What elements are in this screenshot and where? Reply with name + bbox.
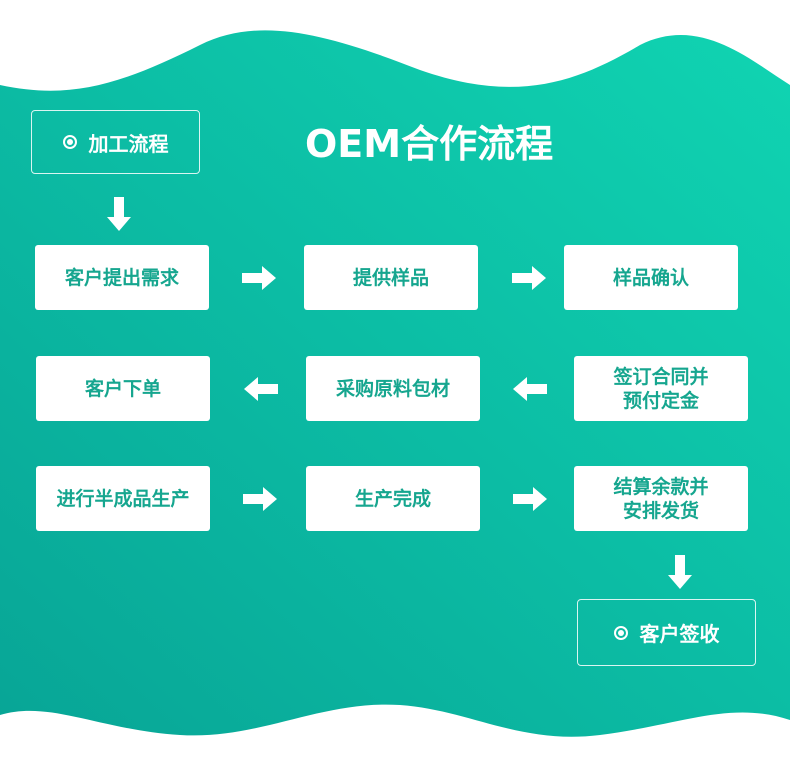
step-production-complete: 生产完成 (306, 466, 480, 531)
page-title: OEM合作流程 (305, 122, 554, 166)
radio-dot-icon (62, 135, 77, 149)
step-semi-production: 进行半成品生产 (36, 466, 210, 531)
arrow-left-icon (513, 377, 547, 401)
step-provide-sample: 提供样品 (304, 245, 478, 310)
step-line: 预付定金 (622, 389, 699, 412)
step-customer-request: 客户提出需求 (35, 245, 209, 310)
arrow-right-icon (512, 266, 546, 290)
step-line: 签订合同并 (613, 365, 709, 388)
step-line: 结算余款并 (613, 475, 709, 498)
step-line: 安排发货 (622, 499, 699, 522)
arrow-down-icon (107, 197, 131, 231)
end-node: 客户签收 (577, 599, 756, 666)
arrow-right-icon (243, 487, 277, 511)
arrow-right-icon (513, 487, 547, 511)
step-settle-ship: 结算余款并 安排发货 (574, 466, 748, 531)
start-label: 加工流程 (88, 131, 169, 156)
arrow-left-icon (244, 377, 278, 401)
step-purchase-materials: 采购原料包材 (306, 356, 480, 421)
step-sign-contract: 签订合同并 预付定金 (574, 356, 748, 421)
step-sample-confirm: 样品确认 (564, 245, 738, 310)
start-node: 加工流程 (31, 110, 200, 174)
radio-dot-icon (613, 625, 628, 640)
arrow-right-icon (242, 266, 276, 290)
step-customer-order: 客户下单 (36, 356, 210, 421)
end-label: 客户签收 (639, 622, 720, 646)
arrow-down-icon (668, 555, 692, 589)
